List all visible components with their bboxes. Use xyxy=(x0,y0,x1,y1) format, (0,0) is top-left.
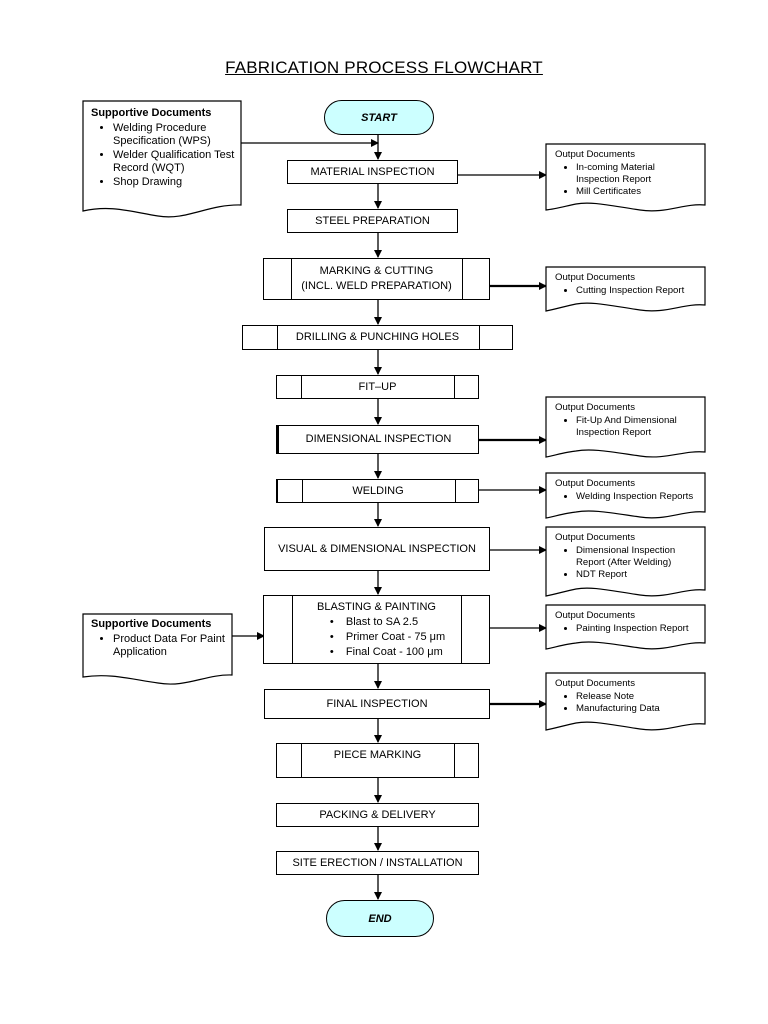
step-label: BLASTING & PAINTING xyxy=(317,601,436,613)
output-documents-welding: Output Documents Welding Inspection Repo… xyxy=(546,473,705,503)
step-sublabel: (INCL. WELD PREPARATION) xyxy=(301,280,452,292)
output-doc-shape-3 xyxy=(545,396,706,458)
doc-item: Welding Inspection Reports xyxy=(576,491,699,503)
step-label: SITE ERECTION / INSTALLATION xyxy=(292,856,463,869)
doc-item: Fit-Up And Dimensional Inspection Report xyxy=(576,415,699,439)
doc-item: Release Note xyxy=(576,691,699,703)
step-drilling-punching: DRILLING & PUNCHING HOLES xyxy=(242,325,513,350)
doc-heading: Output Documents xyxy=(555,678,635,689)
step-label: WELDING xyxy=(352,484,404,497)
step-label: PACKING & DELIVERY xyxy=(319,808,436,821)
step-steel-preparation: STEEL PREPARATION xyxy=(287,209,458,233)
step-site-erection: SITE ERECTION / INSTALLATION xyxy=(276,851,479,875)
step-packing-delivery: PACKING & DELIVERY xyxy=(276,803,479,827)
doc-item: Painting Inspection Report xyxy=(576,623,699,635)
step-label: STEEL PREPARATION xyxy=(315,214,430,227)
step-dimensional-inspection: DIMENSIONAL INSPECTION xyxy=(276,425,479,454)
doc-item: Product Data For Paint Application xyxy=(113,633,226,660)
step-welding: WELDING xyxy=(276,479,479,503)
output-doc-shape-5 xyxy=(545,526,706,597)
end-terminal: END xyxy=(326,900,434,937)
blasting-item: • Blast to SA 2.5 xyxy=(329,616,419,628)
output-doc-shape-2 xyxy=(545,266,706,312)
output-documents-material: Output Documents In-coming Material Insp… xyxy=(546,144,705,198)
step-material-inspection: MATERIAL INSPECTION xyxy=(287,160,458,184)
doc-item: Mill Certificates xyxy=(576,186,699,198)
output-doc-shape-4 xyxy=(545,472,706,519)
start-terminal: START xyxy=(324,100,434,135)
step-label: FIT–UP xyxy=(358,380,397,393)
blasting-item: • Final Coat - 100 μm xyxy=(329,646,443,658)
doc-heading: Output Documents xyxy=(555,402,635,413)
end-label: END xyxy=(368,912,392,925)
doc-item: Welder Qualification Test Record (WQT) xyxy=(113,149,235,176)
doc-item: In-coming Material Inspection Report xyxy=(576,162,699,186)
step-label: VISUAL & DIMENSIONAL INSPECTION xyxy=(278,542,476,555)
step-label: FINAL INSPECTION xyxy=(326,697,428,710)
output-documents-fit-up: Output Documents Fit-Up And Dimensional … xyxy=(546,397,705,439)
doc-heading: Output Documents xyxy=(555,532,635,543)
step-blasting-painting: BLASTING & PAINTING • Blast to SA 2.5 • … xyxy=(263,595,490,664)
supportive-doc-shape-1 xyxy=(82,100,242,218)
step-label: PIECE MARKING xyxy=(333,749,422,761)
doc-heading: Output Documents xyxy=(555,149,635,160)
doc-item: Cutting Inspection Report xyxy=(576,285,699,297)
start-label: START xyxy=(361,111,397,124)
output-documents-final: Output Documents Release Note Manufactur… xyxy=(546,673,705,715)
doc-item: Welding Procedure Specification (WPS) xyxy=(113,122,235,149)
output-documents-visual: Output Documents Dimensional Inspection … xyxy=(546,527,705,581)
supportive-documents-1: Supportive Documents Welding Procedure S… xyxy=(83,101,241,189)
doc-heading: Output Documents xyxy=(555,272,635,283)
blasting-item: • Primer Coat - 75 μm xyxy=(329,631,446,643)
step-label: MARKING & CUTTING xyxy=(319,265,434,277)
step-label: DRILLING & PUNCHING HOLES xyxy=(295,331,460,343)
output-doc-shape-6 xyxy=(545,604,706,650)
step-fit-up: FIT–UP xyxy=(276,375,479,399)
output-documents-painting: Output Documents Painting Inspection Rep… xyxy=(546,605,705,635)
supportive-doc-shape-2 xyxy=(82,613,233,685)
doc-item: Shop Drawing xyxy=(113,176,235,190)
doc-item: Dimensional Inspection Report (After Wel… xyxy=(576,545,699,569)
step-marking-cutting: MARKING & CUTTING (INCL. WELD PREPARATIO… xyxy=(263,258,490,300)
supportive-documents-2: Supportive Documents Product Data For Pa… xyxy=(83,612,232,660)
doc-heading: Output Documents xyxy=(555,610,635,621)
doc-item: NDT Report xyxy=(576,569,699,581)
page-title: FABRICATION PROCESS FLOWCHART xyxy=(225,58,543,77)
output-doc-shape-7 xyxy=(545,672,706,731)
doc-heading: Output Documents xyxy=(555,478,635,489)
doc-heading: Supportive Documents xyxy=(91,618,212,630)
step-label: DIMENSIONAL INSPECTION xyxy=(305,433,452,445)
doc-item: Manufacturing Data xyxy=(576,703,699,715)
output-documents-cutting: Output Documents Cutting Inspection Repo… xyxy=(546,267,705,297)
step-visual-dimensional-inspection: VISUAL & DIMENSIONAL INSPECTION xyxy=(264,527,490,571)
doc-heading: Supportive Documents xyxy=(91,107,212,119)
step-label: MATERIAL INSPECTION xyxy=(310,165,435,178)
output-doc-shape-1 xyxy=(545,143,706,212)
step-piece-marking: PIECE MARKING xyxy=(276,743,479,778)
step-final-inspection: FINAL INSPECTION xyxy=(264,689,490,719)
